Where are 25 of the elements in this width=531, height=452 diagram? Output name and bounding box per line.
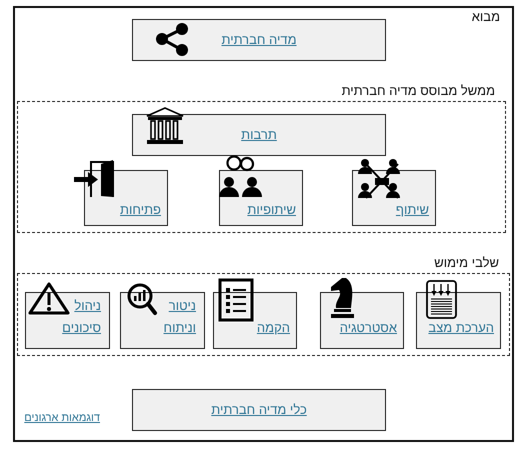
link-box	[132, 389, 386, 431]
link-text: דוגמאות ארגונים	[24, 412, 100, 424]
link-box	[219, 170, 303, 226]
link-box	[416, 292, 501, 349]
link-text: כלי מדיה חברתית	[211, 401, 307, 419]
link-box	[213, 292, 297, 349]
link-text: ניטור וניתוח	[162, 297, 196, 337]
heading-text: שלבי מימוש	[434, 255, 499, 270]
heading-text: ממשל מבוסס מדיה חברתית	[342, 83, 495, 98]
link-text: הקמה	[256, 319, 290, 337]
heading-text: מבוא	[472, 9, 500, 24]
link-box	[320, 292, 404, 349]
link-text: הערכת מצב	[428, 319, 494, 337]
link-text: ניהול סיכונים	[61, 297, 101, 337]
link-box	[132, 114, 386, 156]
link-text: מדיה חברתית	[221, 31, 297, 49]
link-text: שיתוף	[396, 201, 429, 219]
link-box	[132, 19, 386, 61]
link-box	[120, 292, 205, 349]
link-box	[25, 292, 110, 349]
link-text: פתיחות	[120, 201, 161, 219]
link-text: שיתופיות	[247, 201, 296, 219]
link-text: תרבות	[241, 126, 277, 144]
link-text: אסטרטגיה	[340, 319, 397, 337]
link-box	[84, 170, 168, 226]
